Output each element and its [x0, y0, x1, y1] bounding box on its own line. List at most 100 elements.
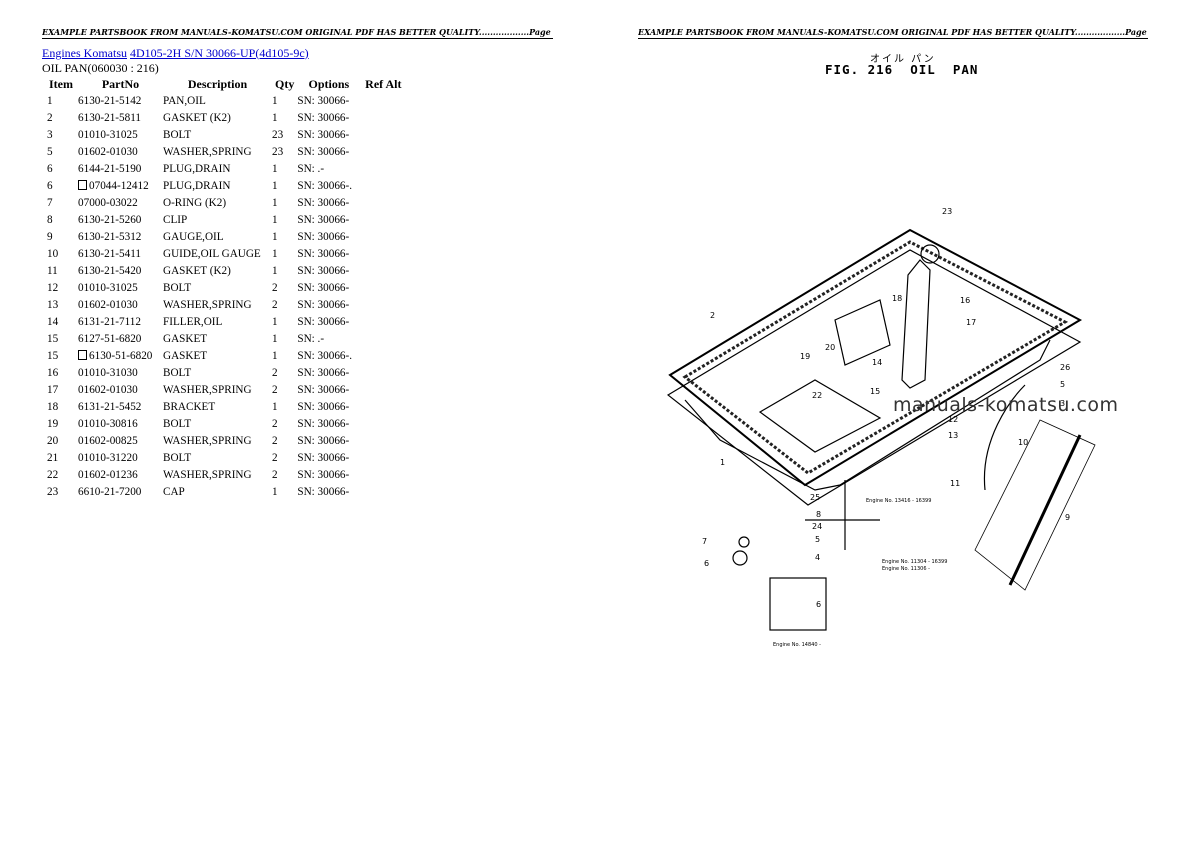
- cell-partno-text: 01010-31030: [78, 367, 138, 379]
- cell-item: 18: [44, 399, 78, 416]
- cell-item-text: 1: [47, 95, 53, 107]
- cell-qty: 1: [272, 399, 297, 416]
- cell-qty-text: 23: [272, 146, 284, 158]
- cell-item-text: 9: [47, 231, 53, 243]
- cell-qty: 1: [272, 314, 297, 331]
- cell-options: SN: 30066-: [297, 246, 360, 263]
- cell-qty: 1: [272, 229, 297, 246]
- diagram-callout-3: 3: [1060, 399, 1065, 408]
- cell-options: SN: 30066-: [297, 280, 360, 297]
- cell-options: SN: 30066-: [297, 382, 360, 399]
- cell-partno-text: 01602-01030: [78, 146, 138, 158]
- parts-table-header: Item PartNo Description Qty Options Ref …: [44, 76, 406, 93]
- cell-partno: 01602-00825: [78, 433, 163, 450]
- cell-options: SN: .-: [297, 331, 360, 348]
- cell-qty-text: 1: [272, 486, 278, 498]
- cell-description-text: WASHER,SPRING: [163, 384, 252, 396]
- cell-options: SN: 30066-: [297, 314, 360, 331]
- cell-ref-alt: [360, 246, 406, 263]
- diagram-note-4: Engine No. 14840 -: [773, 642, 821, 648]
- cell-description: GASKET (K2): [163, 110, 272, 127]
- cell-partno-text: 6131-21-5452: [78, 401, 142, 413]
- cell-item-text: 15: [47, 333, 59, 345]
- cell-item: 23: [44, 484, 78, 501]
- diagram-stack-lines: [805, 480, 880, 550]
- cell-qty: 2: [272, 433, 297, 450]
- col-header-description: Description: [187, 77, 248, 91]
- cell-qty-text: 2: [272, 452, 278, 464]
- page-header-left: EXAMPLE PARTSBOOK FROM MANUALS-KOMATSU.C…: [42, 27, 553, 39]
- cell-partno: 6131-21-7112: [78, 314, 163, 331]
- cell-partno-text: 01602-01030: [78, 299, 138, 311]
- cell-item: 9: [44, 229, 78, 246]
- breadcrumb-link-model[interactable]: 4D105-2H S/N 30066-UP(4d105-9c): [130, 46, 309, 60]
- diagram-note-2: Engine No. 11304 - 16399: [882, 559, 947, 565]
- cell-item-text: 16: [47, 367, 59, 379]
- cell-qty-text: 2: [272, 418, 278, 430]
- cell-partno-text: 07044-12412: [89, 180, 149, 192]
- cell-qty: 1: [272, 93, 297, 110]
- cell-partno: 01010-30816: [78, 416, 163, 433]
- breadcrumb: Engines Komatsu 4D105-2H S/N 30066-UP(4d…: [42, 46, 309, 61]
- cell-options-text: SN: 30066-: [297, 486, 350, 498]
- cell-item: 7: [44, 195, 78, 212]
- cell-item-text: 22: [47, 469, 59, 481]
- cell-options: SN: 30066-: [297, 212, 360, 229]
- cell-item: 15: [44, 348, 78, 365]
- cell-item: 20: [44, 433, 78, 450]
- cell-qty: 1: [272, 212, 297, 229]
- cell-description: WASHER,SPRING: [163, 433, 272, 450]
- cell-options-text: SN: 30066-: [297, 265, 350, 277]
- cell-options-text: SN: 30066-.: [297, 350, 353, 362]
- cell-options-text: SN: .-: [297, 163, 325, 175]
- cell-qty: 1: [272, 331, 297, 348]
- cell-partno: 01010-31030: [78, 365, 163, 382]
- cell-partno: 6130-21-5312: [78, 229, 163, 246]
- diagram-callout-20: 20: [825, 343, 835, 352]
- cell-description: CLIP: [163, 212, 272, 229]
- col-header-qty: Qty: [275, 77, 295, 91]
- cell-options-text: SN: 30066-: [297, 112, 350, 124]
- cell-ref-alt: [360, 314, 406, 331]
- cell-options-text: SN: 30066-: [297, 367, 350, 379]
- cell-ref-alt: [360, 365, 406, 382]
- cell-options: SN: 30066-: [297, 433, 360, 450]
- cell-description: BOLT: [163, 280, 272, 297]
- cell-description-text: BOLT: [163, 282, 192, 294]
- page-header-right: EXAMPLE PARTSBOOK FROM MANUALS-KOMATSU.C…: [638, 27, 1148, 39]
- cell-item-text: 18: [47, 401, 59, 413]
- diagram-detail-box: [769, 577, 827, 631]
- cell-partno-text: 6144-21-5190: [78, 163, 142, 175]
- cell-qty-text: 2: [272, 435, 278, 447]
- diagram-pan-sump: [758, 379, 882, 453]
- cell-description-text: BOLT: [163, 452, 192, 464]
- checkbox-icon: [78, 350, 87, 360]
- diagram-drain-plug: [732, 550, 748, 566]
- cell-item: 17: [44, 382, 78, 399]
- breadcrumb-link-engines[interactable]: Engines Komatsu: [42, 46, 127, 60]
- cell-options: SN: 30066-: [297, 263, 360, 280]
- cell-description: WASHER,SPRING: [163, 144, 272, 161]
- cell-item: 19: [44, 416, 78, 433]
- diagram-callout-12: 12: [948, 415, 958, 424]
- cell-options-text: SN: 30066-: [297, 231, 350, 243]
- cell-qty-text: 1: [272, 180, 278, 192]
- cell-qty-text: 2: [272, 469, 278, 481]
- cell-options: SN: 30066-.: [297, 178, 360, 195]
- cell-description: PLUG,DRAIN: [163, 161, 272, 178]
- cell-ref-alt: [360, 127, 406, 144]
- cell-partno-text: 07000-03022: [78, 197, 138, 209]
- cell-qty: 23: [272, 127, 297, 144]
- cell-partno-text: 01010-31025: [78, 129, 138, 141]
- cell-item-text: 7: [47, 197, 53, 209]
- diagram-callout-26: 26: [1060, 363, 1070, 372]
- cell-item: 12: [44, 280, 78, 297]
- cell-description: CAP: [163, 484, 272, 501]
- diagram-callout-18: 18: [892, 294, 902, 303]
